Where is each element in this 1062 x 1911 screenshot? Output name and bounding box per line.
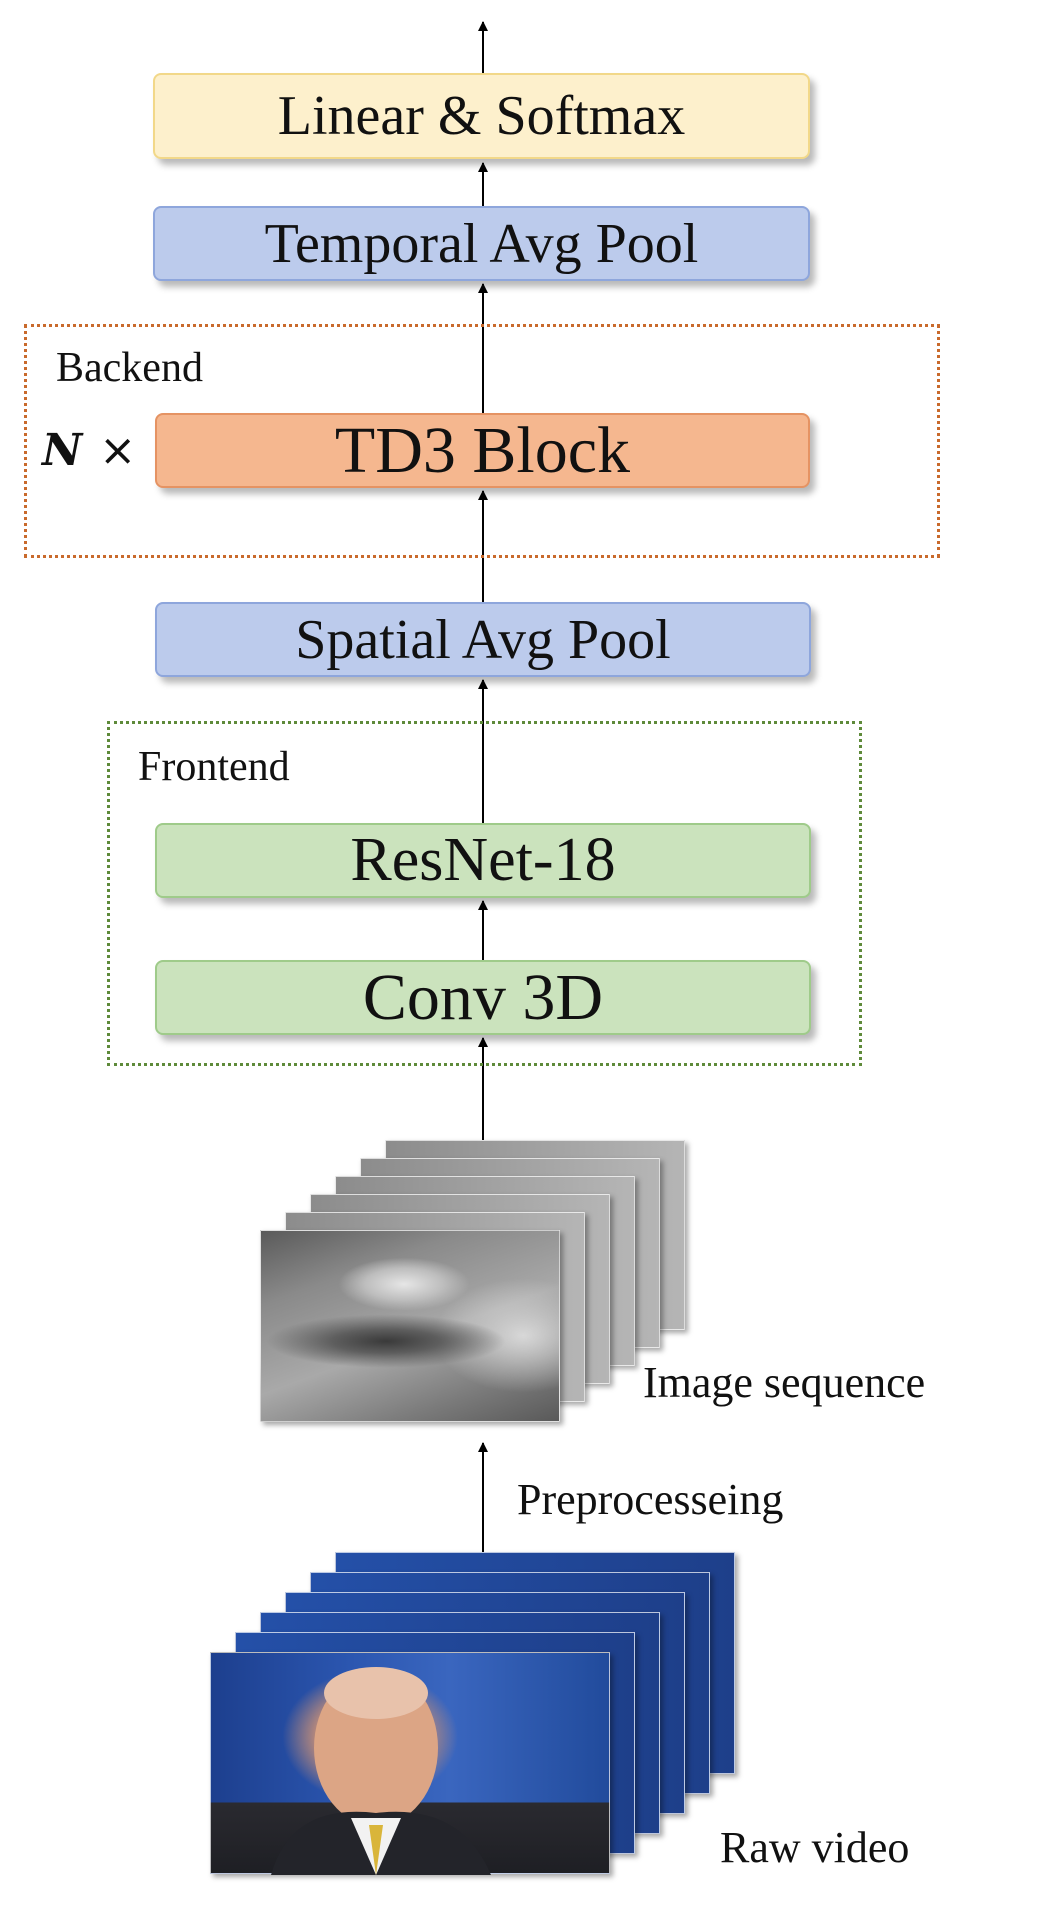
- repeat-label: N ×: [42, 425, 136, 476]
- raw-video-stack: [210, 1552, 740, 1875]
- linear-softmax-block: Linear & Softmax: [153, 73, 810, 159]
- backend-group-box: [24, 324, 940, 558]
- lip-frame-front: [260, 1230, 560, 1422]
- repeat-count: N: [42, 425, 83, 476]
- image-sequence-stack: [260, 1140, 690, 1422]
- raw-video-label: Raw video: [720, 1823, 910, 1872]
- resnet18-block: ResNet-18: [155, 823, 811, 898]
- conv3d-block: Conv 3D: [155, 960, 811, 1035]
- frontend-label: Frontend: [138, 744, 290, 790]
- video-frame-front: [210, 1652, 610, 1875]
- preprocessing-label: Preprocesseing: [517, 1475, 784, 1524]
- td3-block: TD3 Block: [155, 413, 810, 488]
- spatial-avg-pool-block: Spatial Avg Pool: [155, 602, 811, 677]
- backend-label: Backend: [56, 345, 203, 391]
- temporal-avg-pool-block: Temporal Avg Pool: [153, 206, 810, 281]
- image-sequence-label: Image sequence: [643, 1358, 926, 1407]
- frontend-group-box: [107, 721, 862, 1066]
- speaker-silhouette: [271, 1667, 491, 1875]
- repeat-symbol: ×: [99, 425, 137, 476]
